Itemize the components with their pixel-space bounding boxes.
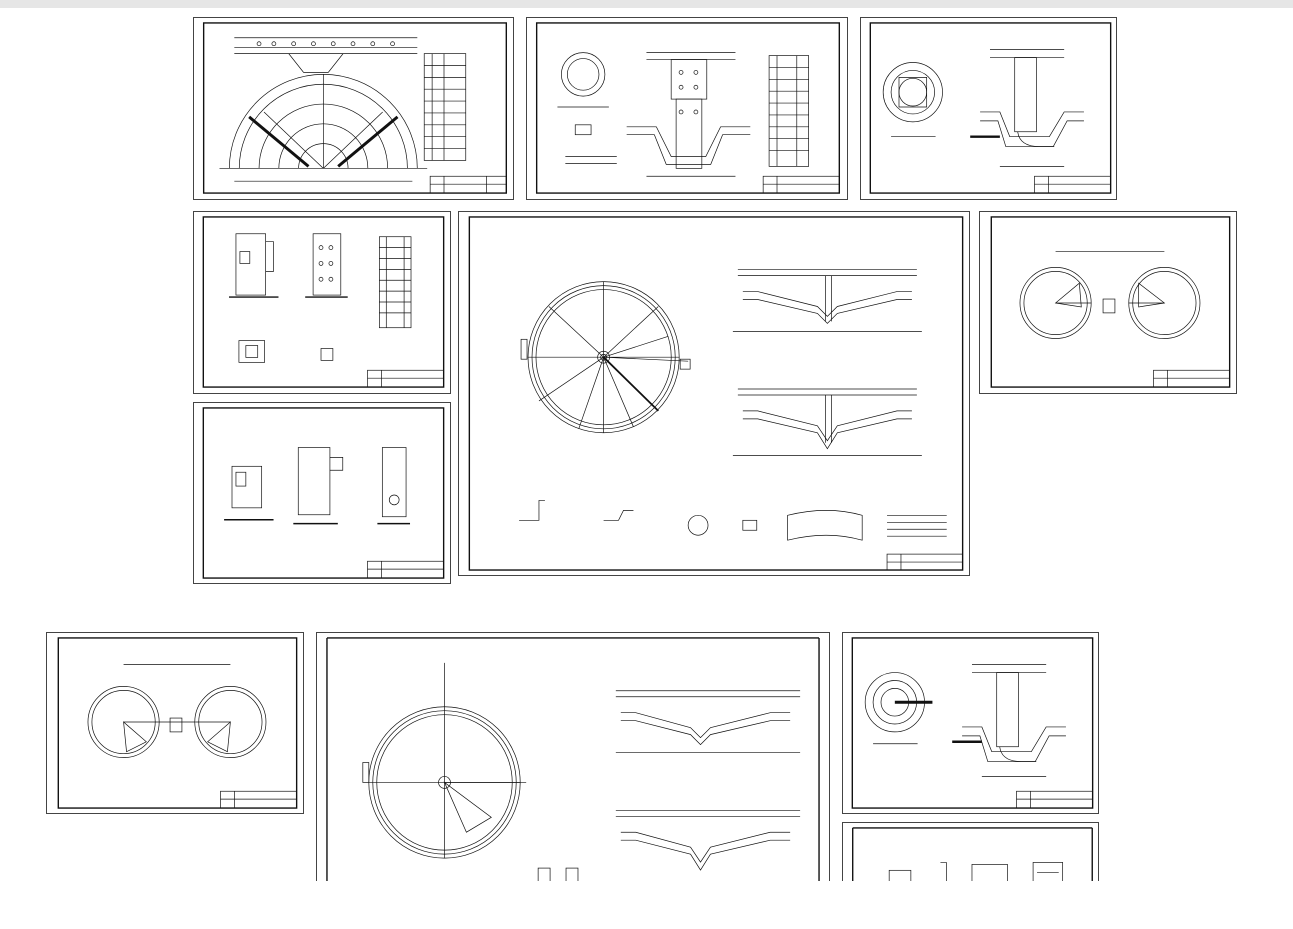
sheet-10-drawing: [851, 637, 1094, 809]
sheet-7-drawing: [202, 407, 445, 579]
drawing-sheet-well-details[interactable]: [193, 211, 451, 394]
sheet-1-drawing: [202, 22, 508, 194]
drawing-sheet-plan-halfcircle[interactable]: [193, 17, 514, 200]
sheet-11-drawing: [852, 827, 1093, 881]
drawing-sheet-clarifier-main-b[interactable]: [316, 632, 830, 881]
drawing-canvas[interactable]: [0, 8, 1293, 881]
sheet-3-drawing: [869, 22, 1112, 194]
viewer-bottom-area: [0, 881, 1293, 929]
drawing-sheet-center-column[interactable]: [526, 17, 848, 200]
drawing-sheet-partial[interactable]: [842, 822, 1099, 881]
sheet-5-drawing: [468, 216, 964, 571]
drawing-sheet-chamber-details[interactable]: [193, 402, 451, 584]
sheet-4-drawing: [202, 216, 445, 388]
drawing-sheet-twin-tanks-b[interactable]: [46, 632, 304, 814]
drawing-sheet-inlet-pipe[interactable]: [860, 17, 1117, 200]
sheet-6-drawing: [990, 216, 1231, 388]
sheet-2-drawing: [535, 22, 841, 194]
drawing-sheet-twin-tanks[interactable]: [979, 211, 1237, 394]
drawing-sheet-clarifier-main[interactable]: [458, 211, 970, 576]
sheet-8-drawing: [57, 637, 298, 809]
drawing-sheet-inlet-pipe-b[interactable]: [842, 632, 1099, 814]
sheet-9-drawing: [326, 637, 820, 881]
